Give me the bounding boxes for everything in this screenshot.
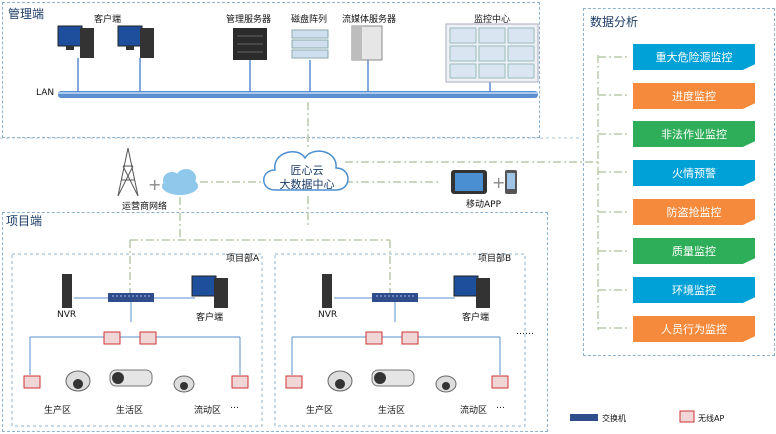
- project-region-title: 项目端: [6, 214, 43, 228]
- legend-switch-icon: [570, 414, 598, 421]
- client-icon-a: [191, 275, 228, 308]
- project-a-client-label: 客户端: [196, 313, 224, 323]
- client-icon-b: [453, 275, 490, 308]
- project-b-zone-mobile: 流动区: [460, 406, 488, 416]
- analysis-item: 重大危险源监控: [633, 44, 755, 70]
- cell-tower-icon: [117, 147, 139, 197]
- switch-icon-b: [372, 293, 418, 302]
- project-b-client-label: 客户端: [462, 313, 490, 323]
- legend-ap-label: 无线AP: [698, 414, 725, 423]
- cloud-line-1: 匠心云: [290, 164, 324, 177]
- project-b-nvr-label: NVR: [318, 310, 338, 320]
- big-cloud-icon: [263, 150, 349, 191]
- streaming-server-label: 流媒体服务器: [342, 15, 397, 25]
- analysis-item: 防盗抢监控: [633, 199, 755, 225]
- project-a-nvr-label: NVR: [57, 310, 77, 320]
- phone-icon: [505, 170, 517, 194]
- analysis-item: 质量监控: [633, 238, 755, 264]
- svg-text:+: +: [492, 173, 505, 192]
- legend-ap-icon: [679, 410, 695, 423]
- management-server-label: 管理服务器: [226, 15, 272, 25]
- project-b-more: ……: [516, 327, 534, 337]
- disk-array-label: 磁盘阵列: [291, 15, 328, 25]
- analysis-region-title: 数据分析: [590, 15, 639, 29]
- project-region: [2, 212, 548, 432]
- legend-switch-label: 交换机: [602, 414, 626, 423]
- camera-icons-b: [327, 369, 457, 393]
- client-label: 客户端: [94, 15, 122, 25]
- mobile-app-label: 移动APP: [466, 200, 502, 210]
- client-computer-icon-2: [117, 25, 154, 58]
- analysis-item: 火情预警: [633, 160, 755, 186]
- analysis-item: 人员行为监控: [633, 316, 755, 342]
- streaming-server-icon: [351, 25, 383, 61]
- operator-network-label: 运营商网络: [122, 202, 168, 212]
- project-b-zone-living: 生活区: [378, 406, 406, 416]
- small-cloud-icon: [162, 169, 198, 195]
- project-b-zone-production: 生产区: [306, 406, 334, 416]
- monitor-center-icon: [445, 23, 539, 83]
- camera-icons-a: [65, 369, 195, 393]
- project-a-title: 项目部A: [226, 254, 260, 264]
- cloud-title: 匠心云 大数据中心: [276, 164, 338, 192]
- analysis-item: 环境监控: [633, 277, 755, 303]
- cloud-line-2: 大数据中心: [279, 178, 335, 191]
- analysis-region: [583, 8, 775, 356]
- monitor-center-label: 监控中心: [474, 15, 511, 25]
- lan-label: LAN: [36, 88, 55, 98]
- project-b-ellipsis: …: [496, 401, 505, 411]
- analysis-item: 进度监控: [633, 83, 755, 109]
- project-b-title: 项目部B: [478, 254, 512, 264]
- disk-array-icon: [291, 29, 329, 59]
- project-a-zone-mobile: 流动区: [194, 406, 222, 416]
- tablet-icon: [451, 170, 487, 194]
- analysis-item: 非法作业监控: [633, 121, 755, 147]
- wireless-ap-icons-b: [285, 331, 509, 389]
- nvr-icon-a: [62, 274, 72, 308]
- wireless-ap-icons-a: [23, 331, 249, 389]
- svg-text:+: +: [148, 175, 161, 194]
- project-a-zone-living: 生活区: [116, 406, 144, 416]
- management-server-icon: [233, 28, 267, 60]
- project-a-zone-production: 生产区: [44, 406, 72, 416]
- client-computer-icon: [57, 25, 94, 58]
- nvr-icon-b: [322, 274, 332, 308]
- project-a-ellipsis: …: [230, 401, 239, 411]
- management-region-title: 管理端: [8, 7, 45, 21]
- switch-icon-a: [108, 293, 154, 302]
